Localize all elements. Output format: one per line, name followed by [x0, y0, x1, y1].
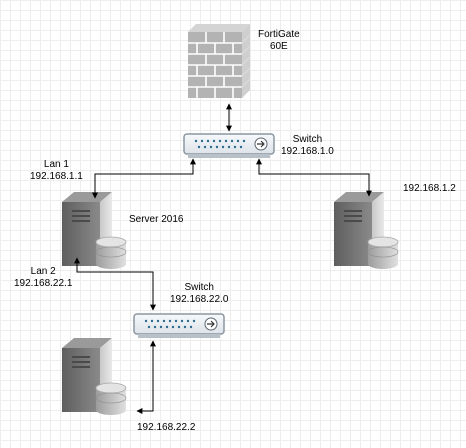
switch-bottom-name: Switch — [184, 282, 214, 293]
connector-switch-server — [92, 158, 196, 199]
firewall-name: FortiGate — [258, 29, 300, 40]
host-right-server-icon — [333, 191, 399, 270]
firewall-icon — [188, 24, 251, 98]
host-bottom-server-icon — [61, 337, 127, 416]
switch-top-ip: 192.168.1.0 — [281, 146, 334, 157]
server-2016-label: Server 2016 — [129, 214, 184, 225]
connector-switch-host-right — [256, 158, 372, 197]
switch-top-icon — [183, 133, 275, 159]
host-right-ip: 192.168.1.2 — [403, 183, 456, 194]
switch-bottom-ip: 192.168.22.0 — [170, 294, 229, 305]
lan1-label: Lan 1 192.168.1.1 — [30, 159, 83, 183]
firewall-label: FortiGate 60E — [258, 29, 300, 53]
lan1-name: Lan 1 — [43, 159, 69, 170]
host-bottom-ip: 192.168.22.2 — [137, 422, 196, 433]
firewall-model: 60E — [269, 41, 288, 52]
switch-bottom-label: Switch 192.168.22.0 — [170, 282, 228, 306]
connector-switch-bottom-host — [136, 340, 156, 414]
switch-top-name: Switch — [292, 134, 323, 145]
switch-top-label: Switch 192.168.1.0 — [281, 134, 334, 158]
server-2016-icon — [61, 191, 127, 270]
lan1-ip: 192.168.1.1 — [30, 171, 83, 182]
connector-server-switch-bottom — [74, 257, 156, 311]
lan2-name: Lan 2 — [30, 266, 56, 277]
switch-bottom-icon — [133, 313, 225, 339]
lan2-label: Lan 2 192.168.22.1 — [14, 266, 72, 290]
lan2-ip: 192.168.22.1 — [14, 278, 73, 289]
